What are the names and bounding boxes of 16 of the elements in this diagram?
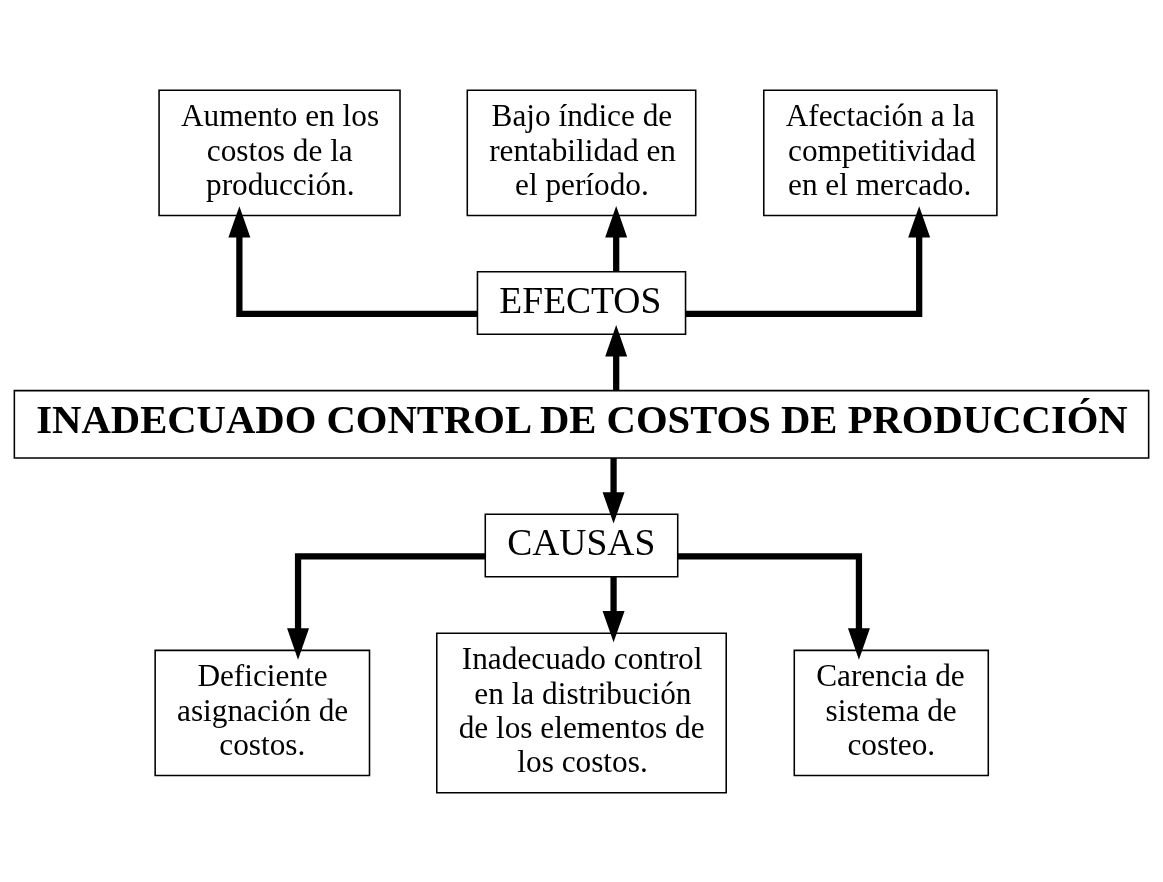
arrow: [602, 576, 625, 642]
arrow: [602, 457, 625, 523]
node-box: Carencia de sistema de costeo.: [793, 649, 990, 776]
arrow: [605, 324, 628, 390]
node-box: CAUSAS: [484, 512, 679, 578]
arrow: [677, 552, 870, 660]
node-box: Afectación a la competitividad en el mercado.: [763, 89, 998, 216]
node-box: INADECUADO CONTROL DE COSTOS DE PRODUCCIÓN: [13, 389, 1150, 459]
node-box: Bajo índice de rentabilidad en el período.: [466, 89, 697, 216]
node-box: Aumento en los costos de la producción.: [158, 89, 401, 216]
node-box: Inadecuado control en la distribución de los elementos de los costos.: [436, 631, 727, 793]
node-box: Deficiente asignación de costos.: [154, 649, 371, 776]
arrow: [287, 552, 486, 660]
arrow: [605, 205, 628, 271]
arrow: [685, 205, 931, 317]
node-box: EFECTOS: [476, 270, 687, 335]
